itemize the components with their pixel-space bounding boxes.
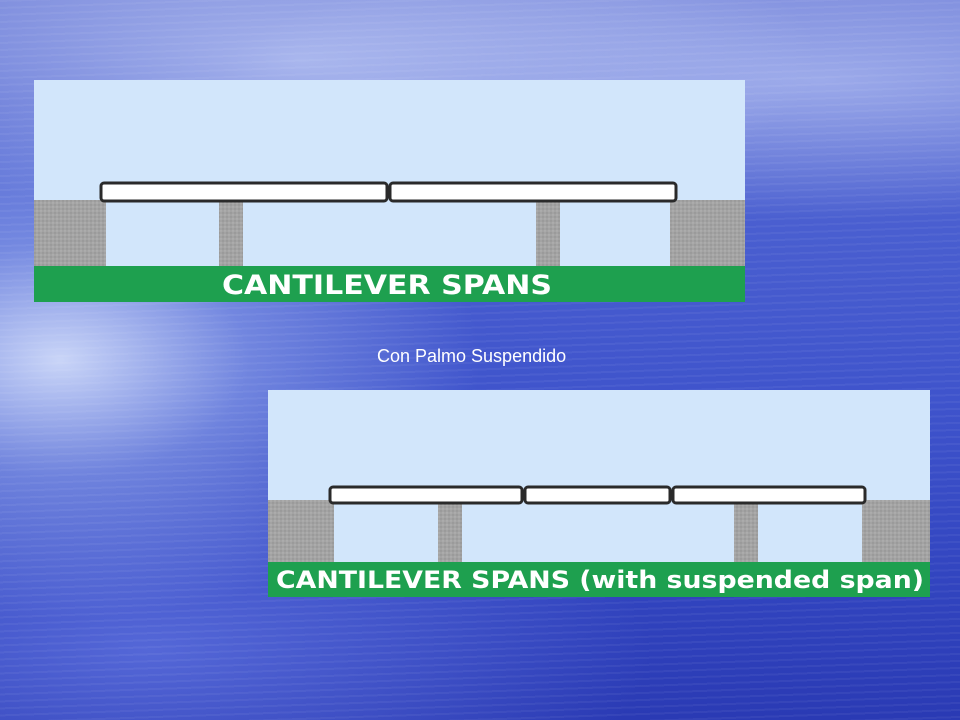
pier-left (438, 503, 462, 562)
left-abutment (268, 500, 334, 562)
cantilever-suspended-span-diagram: CANTILEVER SPANS (with suspended span) (268, 390, 930, 597)
banner (268, 562, 930, 597)
banner-label: CANTILEVER SPANS (222, 270, 552, 301)
deck-segment-left (328, 485, 524, 505)
cantilever-spans-diagram: CANTILEVER SPANS (34, 80, 745, 302)
pier-right (536, 202, 560, 266)
right-abutment (670, 200, 745, 266)
deck-segment-left (99, 181, 389, 203)
right-abutment (862, 500, 930, 562)
deck-segment-right (388, 181, 678, 203)
banner (34, 266, 745, 302)
deck-segment-right (671, 485, 867, 505)
pier-right (734, 503, 758, 562)
left-abutment (34, 200, 106, 266)
banner-label: CANTILEVER SPANS (with suspended span) (276, 566, 924, 594)
caption: Con Palmo Suspendido (377, 346, 567, 366)
deck-segment-suspended (523, 485, 672, 505)
pier-left (219, 202, 243, 266)
